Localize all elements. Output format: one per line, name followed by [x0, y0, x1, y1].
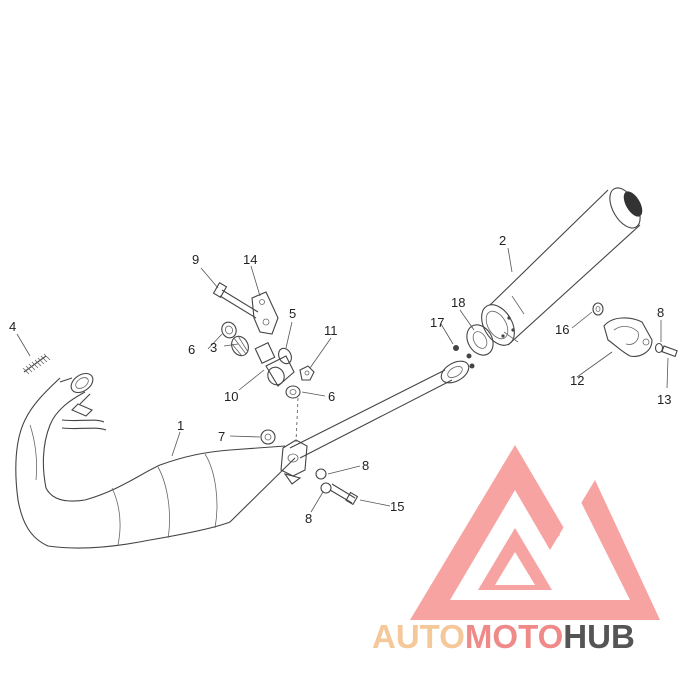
callout-label-15: 15	[390, 499, 404, 514]
watermark-text-auto: AUTOMOTOHUB	[372, 618, 635, 655]
callout-label-10: 10	[224, 389, 238, 404]
washer-part-6-lower	[285, 385, 301, 399]
callout-label-12: 12	[570, 373, 584, 388]
clamp-part-12	[603, 317, 653, 357]
callout-label-9: 9	[192, 252, 199, 267]
watermark-text: AUTOMOTOHUB	[372, 618, 635, 655]
callout-label-17: 17	[430, 315, 444, 330]
callout-label-11: 11	[324, 323, 338, 338]
callout-label-16: 16	[555, 322, 569, 337]
callout-label-14: 14	[243, 252, 257, 267]
collar-part-5	[278, 347, 292, 365]
callout-label-8-bottom: 8	[305, 511, 312, 526]
washer-part-16	[592, 302, 604, 316]
callout-label-8-right: 8	[362, 458, 369, 473]
callout-label-6-lower: 6	[328, 389, 335, 404]
callout-label-18: 18	[451, 295, 465, 310]
callout-label-4: 4	[9, 319, 16, 334]
callout-label-5: 5	[289, 306, 296, 321]
spacer-part-10	[254, 342, 295, 387]
callout-label-2: 2	[499, 233, 506, 248]
clamp-bolt-part-13	[654, 342, 678, 358]
watermark-logo	[410, 445, 660, 620]
callout-label-13: 13	[657, 392, 671, 407]
nuts-part-17	[453, 345, 475, 369]
grommet-part-7	[260, 429, 276, 445]
leader-lines	[16, 247, 669, 513]
silencer-part-2	[481, 187, 643, 346]
callout-label-7: 7	[218, 429, 225, 444]
gasket-part-18	[466, 324, 494, 356]
grommet-part-6-upper	[221, 321, 237, 339]
bolt-part-15	[329, 483, 359, 506]
exhaust-chamber-part-1	[15, 360, 470, 549]
callout-label-8-top: 8	[657, 305, 664, 320]
alignment-dashed-line	[295, 397, 299, 443]
rubber-mount-part-3	[231, 335, 249, 357]
callout-label-3: 3	[210, 340, 217, 355]
callout-label-1: 1	[177, 418, 184, 433]
bracket-part-14	[251, 291, 279, 335]
callout-labels: 4 1 2 3 9 14 6 5 11 10 6 7 8 8 15 17 18 …	[9, 233, 671, 526]
bolt-part-9	[212, 282, 259, 319]
washers-part-8-lower	[315, 468, 332, 494]
nut-part-11	[299, 365, 315, 381]
spring-part-4	[22, 353, 51, 375]
callout-label-6-upper: 6	[188, 342, 195, 357]
